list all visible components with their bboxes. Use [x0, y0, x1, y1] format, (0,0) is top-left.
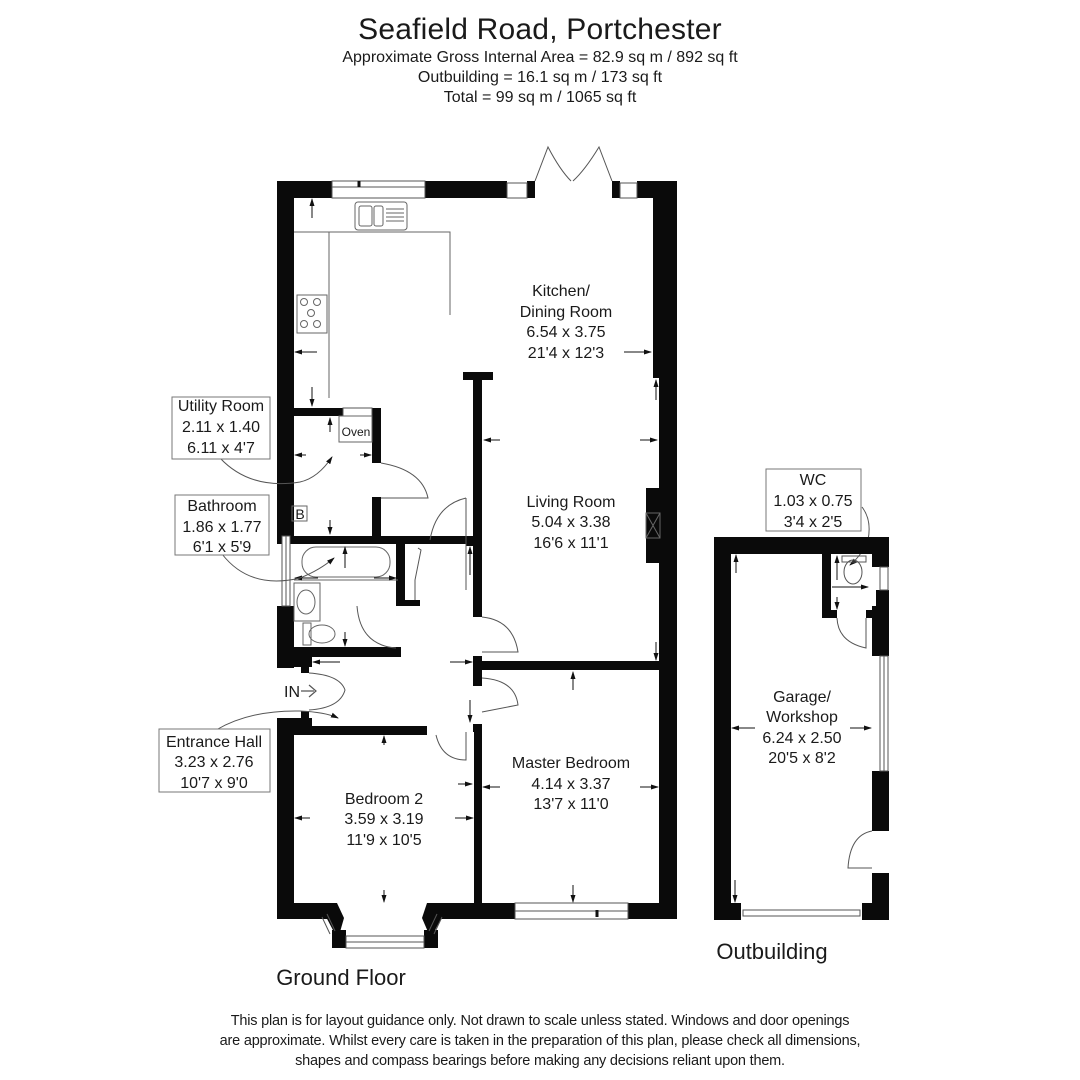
wc-name: WC — [800, 472, 827, 489]
boiler-box — [291, 505, 308, 522]
room-master-bedroom: Master Bedroom 4.14 x 3.37 13'7 x 11'0 — [512, 755, 630, 813]
master-name: Master Bedroom — [512, 755, 630, 772]
utility-imperial: 6.11 x 4'7 — [187, 440, 255, 457]
utility-metric: 2.11 x 1.40 — [182, 419, 260, 436]
entrance-name: Entrance Hall — [166, 734, 262, 751]
utility-name: Utility Room — [178, 398, 264, 415]
bathroom-metric: 1.86 x 1.77 — [182, 519, 261, 536]
master-metric: 4.14 x 3.37 — [531, 776, 610, 793]
entrance-arrow-icon — [301, 684, 317, 698]
ground-floor-walls — [277, 181, 677, 948]
disclaimer-line-3: shapes and compass bearings before makin… — [295, 1053, 785, 1069]
room-utility: Utility Room 2.11 x 1.40 6.11 x 4'7 — [171, 396, 271, 460]
kitchen-name-line2: Dining Room — [520, 304, 612, 321]
property-title: Seafield Road, Portchester — [358, 13, 722, 46]
boiler-label: B — [295, 506, 304, 522]
entrance-imperial: 10'7 x 9'0 — [180, 775, 248, 792]
kitchen-name-line1: Kitchen/ — [532, 283, 590, 300]
bath-icon — [301, 546, 391, 578]
wc-imperial: 3'4 x 2'5 — [784, 514, 843, 531]
room-garage: Garage/ Workshop 6.24 x 2.50 20'5 x 8'2 — [762, 689, 841, 767]
kitchen-imperial: 21'4 x 12'3 — [528, 345, 604, 362]
outbuilding-arrows — [731, 554, 872, 903]
kitchen-metric: 6.54 x 3.75 — [526, 324, 605, 341]
garage-name-line2: Workshop — [766, 709, 838, 726]
garage-name-line1: Garage/ — [773, 689, 831, 706]
outbuilding-fixtures — [742, 555, 889, 917]
room-kitchen-dining: Kitchen/ Dining Room 6.54 x 3.75 21'4 x … — [520, 283, 612, 362]
gross-internal-area: Approximate Gross Internal Area = 82.9 s… — [342, 49, 738, 66]
disclaimer-line-1: This plan is for layout guidance only. N… — [230, 1013, 850, 1029]
sink-icon — [354, 201, 408, 231]
oven-label: Oven — [342, 425, 371, 439]
hob-icon — [296, 294, 328, 334]
outbuilding-area: Outbuilding = 16.1 sq m / 173 sq ft — [417, 69, 663, 86]
french-doors — [534, 145, 613, 182]
entrance-metric: 3.23 x 2.76 — [174, 754, 253, 771]
living-metric: 5.04 x 3.38 — [531, 514, 610, 531]
bathroom-imperial: 6'1 x 5'9 — [193, 539, 252, 556]
ground-floor-label: Ground Floor — [276, 965, 406, 990]
living-imperial: 16'6 x 11'1 — [533, 535, 608, 552]
room-entrance-hall: Entrance Hall 3.23 x 2.76 10'7 x 9'0 — [158, 728, 271, 793]
disclaimer: This plan is for layout guidance only. N… — [150, 1011, 930, 1071]
total-area: Total = 99 sq m / 1065 sq ft — [443, 89, 637, 106]
bedroom2-imperial: 11'9 x 10'5 — [346, 832, 421, 849]
room-living: Living Room 5.04 x 3.38 16'6 x 11'1 — [527, 494, 616, 552]
disclaimer-line-2: are approximate. Whilst every care is ta… — [219, 1033, 861, 1049]
plan-header: Seafield Road, Portchester Approximate G… — [0, 12, 1080, 108]
bedroom2-metric: 3.59 x 3.19 — [344, 811, 423, 828]
wc-metric: 1.03 x 0.75 — [773, 493, 852, 510]
dimension-arrows — [294, 198, 659, 903]
bathroom-name: Bathroom — [187, 498, 256, 515]
entrance-in-label: IN — [284, 684, 300, 701]
entrance-marker: IN — [284, 684, 317, 701]
outbuilding-walls — [714, 537, 889, 920]
room-wc: WC 1.03 x 0.75 3'4 x 2'5 — [765, 468, 862, 532]
outbuilding-label: Outbuilding — [716, 939, 827, 964]
room-bedroom-2: Bedroom 2 3.59 x 3.19 11'9 x 10'5 — [344, 791, 423, 849]
basin-icon — [293, 582, 321, 622]
garage-metric: 6.24 x 2.50 — [762, 730, 841, 747]
toilet-icon — [302, 622, 312, 646]
bedroom2-name: Bedroom 2 — [345, 791, 423, 808]
garage-imperial: 20'5 x 8'2 — [768, 750, 836, 767]
interior-doors — [308, 462, 519, 761]
oven-box — [338, 415, 373, 443]
ground-floor-windows — [281, 180, 638, 949]
living-name: Living Room — [527, 494, 616, 511]
room-bathroom: Bathroom 1.86 x 1.77 6'1 x 5'9 — [174, 494, 270, 556]
master-imperial: 13'7 x 11'0 — [533, 796, 608, 813]
